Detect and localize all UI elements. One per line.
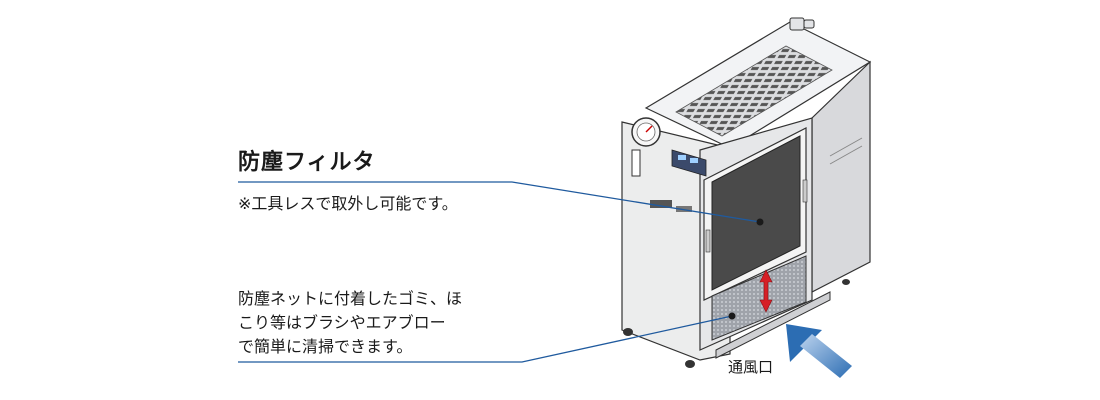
level-gauge: [631, 149, 641, 177]
pressure-gauge-icon: [631, 117, 661, 147]
dust-net-text-line: 防塵ネットに付着したゴミ、ほ: [238, 289, 463, 308]
dust-net-text-line: で簡単に清掃できます。: [238, 337, 413, 356]
name-plate: [650, 200, 672, 208]
vent-rail: [715, 291, 831, 359]
callout-line-net: [238, 315, 733, 363]
control-panel: [671, 149, 707, 177]
dust-filter-note: ※工具レスで取外し可能です。: [238, 194, 458, 213]
callout-line-filter: [238, 181, 761, 223]
unit-side: [811, 60, 871, 293]
remove-direction-arrow-icon: [759, 269, 773, 313]
caster-icon: [623, 279, 850, 368]
filter-handle-right: [802, 179, 808, 203]
callout-dot-net: [728, 312, 736, 320]
top-grill: [675, 45, 833, 137]
dust-net-text-line: こり等はブラシやエアブロー: [238, 313, 446, 332]
dust-filter-panel: [711, 135, 801, 291]
dust-net: [711, 255, 807, 341]
vent-label: 通風口: [728, 358, 774, 376]
name-plate-2: [676, 206, 692, 212]
water-port: [789, 17, 815, 31]
filter-handle-left: [705, 229, 711, 253]
airflow-arrow-icon: [786, 324, 852, 378]
dust-filter-title: 防塵フィルタ: [238, 150, 376, 175]
callout-dot-filter: [756, 218, 764, 226]
